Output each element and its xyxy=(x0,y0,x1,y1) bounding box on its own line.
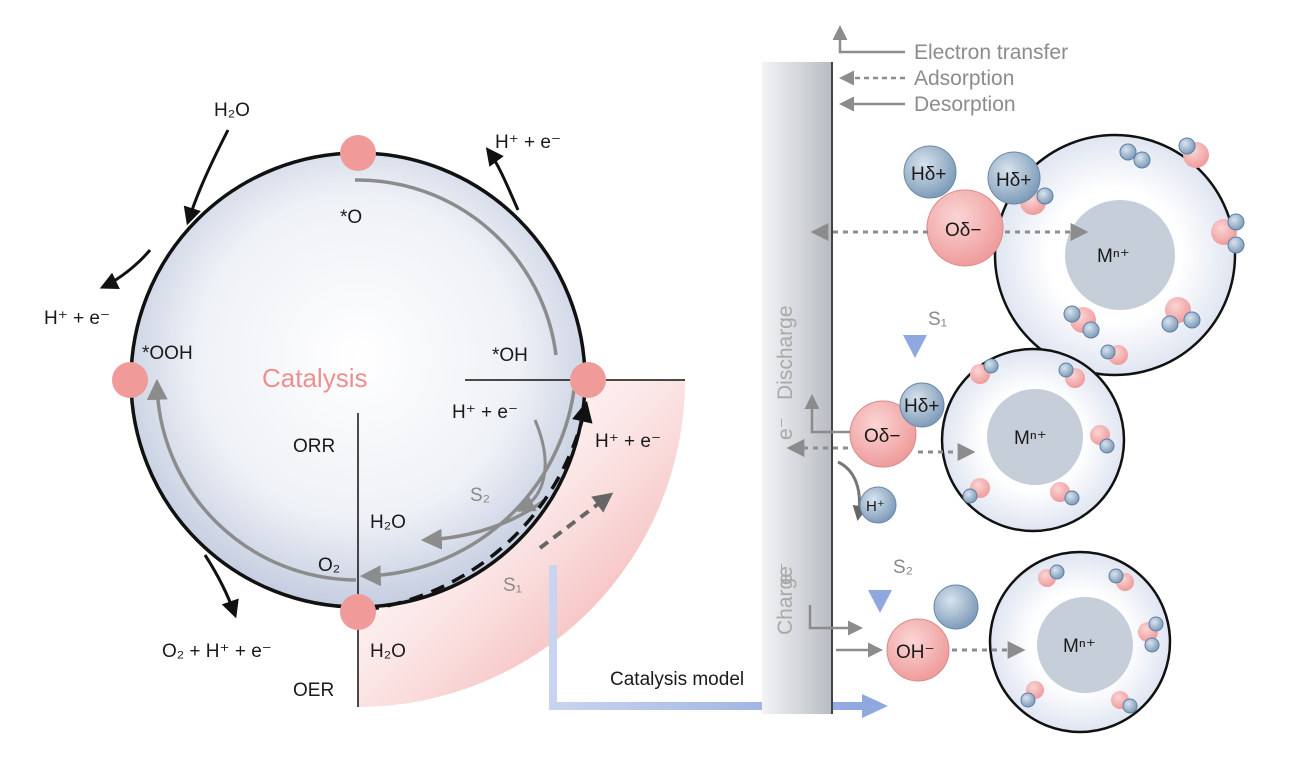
atom-h-plus xyxy=(859,486,897,524)
label-s1-left: S₁ xyxy=(503,575,522,596)
particle-top: Mⁿ⁺ xyxy=(993,133,1245,377)
atom-h-bottom xyxy=(933,584,979,630)
molecule-icon xyxy=(1111,691,1138,714)
label-oh: OH⁻ xyxy=(896,642,935,663)
label-h2o-top: H₂O xyxy=(214,100,250,121)
arrow-icon xyxy=(203,554,239,619)
intermediate-node-bottom xyxy=(340,594,376,630)
label-o-mid: Oδ− xyxy=(864,426,900,447)
legend-desorption: Desorption xyxy=(914,93,1016,116)
arrow-icon xyxy=(146,378,357,582)
step-s1: S₁ xyxy=(903,282,947,358)
arrow-icon xyxy=(516,419,547,512)
label-h-plus: H⁺ xyxy=(866,498,885,515)
label-charge: Charge xyxy=(774,566,797,635)
atom-h-mid xyxy=(899,382,945,428)
arrow-icon xyxy=(862,694,888,718)
label-core-top: Mⁿ⁺ xyxy=(1097,246,1130,267)
arrow-icon xyxy=(804,394,850,434)
label-o-top: Oδ− xyxy=(945,220,981,241)
molecule-icon xyxy=(1063,305,1100,339)
molecule-icon xyxy=(1100,344,1128,365)
label-o-star: *O xyxy=(340,207,362,228)
atom-o-mid xyxy=(849,400,917,468)
arrow-icon xyxy=(354,178,558,356)
molecule-icon xyxy=(1211,213,1245,254)
atom-oh xyxy=(886,618,950,682)
arrow-icon xyxy=(183,129,230,226)
label-oer: OER xyxy=(293,680,334,701)
adsorbate-bottom: OH⁻ xyxy=(808,584,1026,682)
label-o2-he-bottom: O₂ + H⁺ + e⁻ xyxy=(162,641,272,662)
label-h-left-top: Hδ+ xyxy=(911,164,946,185)
intermediate-node-ooh xyxy=(112,362,148,398)
arrow-icon xyxy=(538,492,614,550)
arrow-icon xyxy=(99,249,152,289)
molecule-icon xyxy=(1090,425,1115,454)
label-h2o-bottom: H₂O xyxy=(370,641,406,662)
arrow-icon xyxy=(837,460,868,521)
molecule-icon xyxy=(1119,143,1151,169)
molecule-icon xyxy=(1050,482,1080,506)
atom-o-top xyxy=(926,189,1004,267)
label-core-bottom: Mⁿ⁺ xyxy=(1063,636,1096,657)
electrode-bar xyxy=(762,62,832,714)
molecule-icon xyxy=(1020,681,1044,708)
molecule-icon xyxy=(1038,564,1065,587)
molecule-icon xyxy=(1138,616,1164,653)
adsorbate-top: Oδ− Hδ+ Hδ+ xyxy=(810,145,1089,267)
label-o2-inner: O₂ xyxy=(318,555,340,576)
molecule-icon xyxy=(1178,137,1209,168)
label-catalysis: Catalysis xyxy=(262,363,367,393)
adsorbate-mid: Oδ− Hδ+ H⁺ xyxy=(786,382,976,524)
label-s1-right: S₁ xyxy=(928,309,947,330)
catalysis-cycle: H₂O H⁺ + e⁻ *O H⁺ + e⁻ *OOH Catalysis *O… xyxy=(44,100,685,707)
arrow-icon xyxy=(808,605,863,636)
label-oh-star: *OH xyxy=(492,345,528,366)
label-h-right-top: Hδ+ xyxy=(996,170,1031,191)
label-h-e-inner: H⁺ + e⁻ xyxy=(452,402,518,423)
particle-core-bottom xyxy=(1037,597,1133,693)
label-h-mid: Hδ+ xyxy=(904,396,939,417)
legend: Electron transfer Adsorption Desorption xyxy=(832,25,1068,116)
label-core-mid: Mⁿ⁺ xyxy=(1014,428,1047,449)
molecule-icon xyxy=(1161,297,1201,333)
intermediate-node-o xyxy=(340,135,376,171)
molecule-icon xyxy=(970,358,999,384)
particle-bottom: Mⁿ⁺ xyxy=(988,550,1172,734)
atom-h-right-top xyxy=(987,151,1041,205)
particle-core-mid xyxy=(987,389,1083,485)
atom-h-left-top xyxy=(903,145,957,199)
legend-adsorption: Adsorption xyxy=(914,67,1014,90)
label-h-e-left: H⁺ + e⁻ xyxy=(44,308,110,329)
molecule-icon xyxy=(1058,362,1085,388)
arrow-icon xyxy=(832,25,905,54)
step-s2: S₂ xyxy=(868,540,913,613)
catalysis-model-arrow: Catalysis model xyxy=(549,565,888,718)
molecule-icon xyxy=(1108,568,1134,591)
label-catalysis-model: Catalysis model xyxy=(610,669,744,690)
label-ooh-star: *OOH xyxy=(142,343,193,364)
molecule-icon xyxy=(962,478,990,504)
intermediate-node-oh xyxy=(570,362,606,398)
arrow-icon xyxy=(868,590,892,613)
label-e-discharge: e⁻ xyxy=(774,417,797,440)
label-discharge: Discharge xyxy=(774,305,797,400)
particle-mid: Mⁿ⁺ xyxy=(940,347,1126,533)
label-h-e-top: H⁺ + e⁻ xyxy=(495,132,561,153)
label-s2-left: S₂ xyxy=(470,485,490,506)
legend-electron-transfer: Electron transfer xyxy=(914,41,1068,64)
label-s2-right: S₂ xyxy=(893,557,913,578)
label-orr: ORR xyxy=(293,436,335,457)
label-h2o-inner: H₂O xyxy=(370,512,406,533)
label-h-e-right: H⁺ + e⁻ xyxy=(595,431,661,452)
label-e-charge: e⁻ xyxy=(774,562,797,585)
arrow-icon xyxy=(485,147,520,211)
particle-core-top xyxy=(1065,200,1175,310)
arrow-icon xyxy=(420,498,547,550)
arrow-icon xyxy=(903,335,927,358)
electrode: Discharge Charge e⁻ e⁻ xyxy=(762,62,833,714)
